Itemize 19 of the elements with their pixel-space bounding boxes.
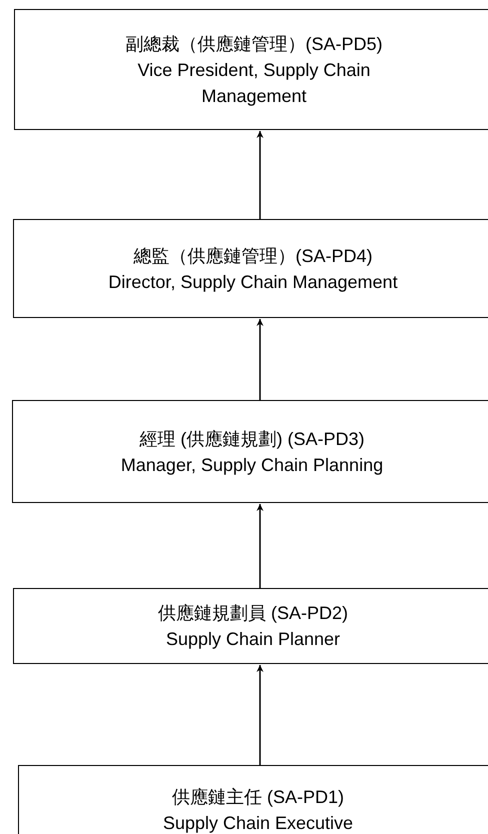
english-title: Manager, Supply Chain Planning <box>120 454 384 477</box>
chinese-title: 供應鏈規劃員 (SA-PD2) <box>158 602 348 625</box>
role-box <box>12 400 488 503</box>
arrow <box>256 665 264 765</box>
english-title: Supply Chain Planner <box>166 628 340 651</box>
arrow <box>256 504 264 588</box>
chinese-title: 供應鏈主任 (SA-PD1) <box>172 786 344 809</box>
chinese-title: 副總裁（供應鏈管理）(SA-PD5) <box>125 32 382 56</box>
english-title: Director, Supply Chain Management <box>108 270 398 294</box>
role-box <box>14 9 488 130</box>
arrow <box>256 319 264 400</box>
chinese-title: 總監（供應鏈管理）(SA-PD4) <box>133 244 372 268</box>
english-title: Supply Chain Executive <box>162 812 354 834</box>
role-box <box>13 588 488 664</box>
role-box <box>13 219 488 318</box>
arrow <box>256 131 264 219</box>
role-box <box>18 765 488 834</box>
english-title: Vice President, Supply Chain Management <box>136 58 372 108</box>
chinese-title: 經理 (供應鏈規劃) (SA-PD3) <box>140 428 364 451</box>
